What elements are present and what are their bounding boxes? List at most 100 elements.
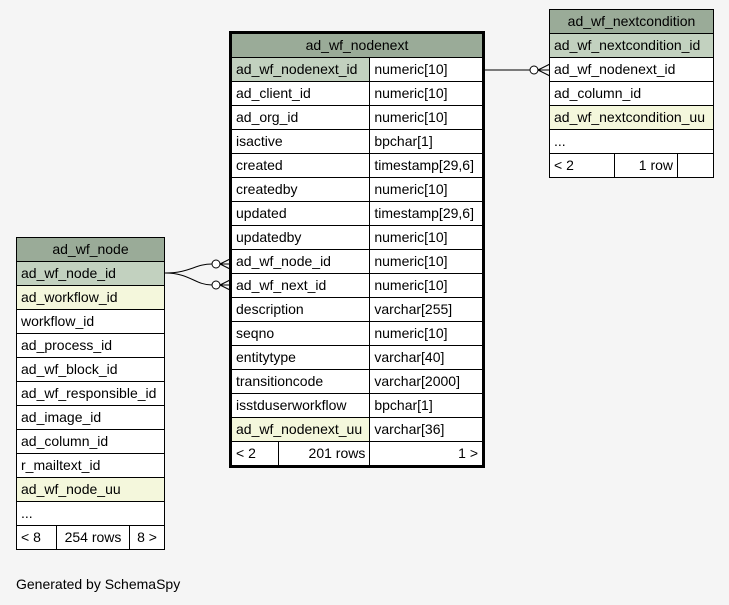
- column-name: isactive: [230, 129, 371, 154]
- table-row[interactable]: ad_process_id: [16, 333, 165, 358]
- table-row[interactable]: ad_wf_node_id: [16, 261, 165, 286]
- column-name: ad_wf_node_id: [230, 249, 371, 274]
- column-type: numeric[10]: [369, 225, 483, 250]
- table-footer: < 2 201 rows 1 >: [231, 441, 483, 466]
- column-name: ad_wf_next_id: [230, 273, 371, 298]
- crowfoot-circle: [211, 259, 221, 269]
- table-row[interactable]: ad_image_id: [16, 405, 165, 430]
- column-name: ad_column_id: [549, 81, 714, 106]
- column-type: numeric[10]: [369, 57, 483, 82]
- generated-by-footer: Generated by SchemaSpy: [16, 576, 181, 592]
- table-row[interactable]: r_mailtext_id: [16, 453, 165, 478]
- column-name: ...: [16, 501, 165, 526]
- crowfoot-fork: [219, 257, 233, 271]
- crowfoot-circle: [529, 65, 539, 75]
- table-row[interactable]: ad_wf_nextcondition_id: [549, 33, 714, 58]
- column-type: numeric[10]: [369, 81, 483, 106]
- column-name: ad_client_id: [230, 81, 371, 106]
- column-name: seqno: [230, 321, 371, 346]
- column-name: ad_image_id: [16, 405, 165, 430]
- column-name: ad_wf_nodenext_uu: [230, 417, 371, 442]
- column-name: isstduserworkflow: [230, 393, 371, 418]
- table-row[interactable]: ad_column_id: [16, 429, 165, 454]
- table-row[interactable]: workflow_id: [16, 309, 165, 334]
- row-count: 254 rows: [56, 525, 130, 550]
- column-type: numeric[10]: [369, 273, 483, 298]
- column-name: ad_wf_nodenext_id: [230, 57, 371, 82]
- column-name: updated: [230, 201, 371, 226]
- row-count: 1 row: [614, 153, 678, 178]
- column-type: varchar[255]: [369, 297, 483, 322]
- child-count[interactable]: 1 >: [369, 441, 483, 466]
- table-title[interactable]: ad_wf_nodenext: [231, 33, 483, 58]
- column-name: r_mailtext_id: [16, 453, 165, 478]
- parent-count[interactable]: < 2: [549, 153, 615, 178]
- column-name: ad_org_id: [230, 105, 371, 130]
- table-row[interactable]: ad_wf_responsible_id: [16, 381, 165, 406]
- column-type: numeric[10]: [369, 249, 483, 274]
- column-name: ad_process_id: [16, 333, 165, 358]
- table-footer: < 8 254 rows 8 >: [16, 525, 165, 550]
- table-row[interactable]: ad_wf_nextcondition_uu: [549, 105, 714, 130]
- table-title[interactable]: ad_wf_node: [16, 237, 165, 262]
- column-type: timestamp[29,6]: [369, 201, 483, 226]
- column-name: ad_wf_nextcondition_id: [549, 33, 714, 58]
- table-row[interactable]: ad_workflow_id: [16, 285, 165, 310]
- relation-node-nodenext-node-id: [164, 263, 213, 274]
- column-type: numeric[10]: [369, 177, 483, 202]
- column-type: numeric[10]: [369, 321, 483, 346]
- column-name: transitioncode: [230, 369, 371, 394]
- column-name: createdby: [230, 177, 371, 202]
- column-name: ad_wf_node_uu: [16, 477, 165, 502]
- table-row[interactable]: ad_wf_node_uu: [16, 477, 165, 502]
- column-type: timestamp[29,6]: [369, 153, 483, 178]
- column-name: ad_wf_node_id: [16, 261, 165, 286]
- column-name: updatedby: [230, 225, 371, 250]
- column-name: entitytype: [230, 345, 371, 370]
- column-name: ad_wf_responsible_id: [16, 381, 165, 406]
- column-type: bpchar[1]: [369, 393, 483, 418]
- column-type: varchar[2000]: [369, 369, 483, 394]
- column-name: ...: [549, 129, 714, 154]
- parent-count[interactable]: < 2: [231, 441, 279, 466]
- crowfoot-fork: [219, 278, 233, 292]
- table-title[interactable]: ad_wf_nextcondition: [549, 9, 714, 34]
- column-name: workflow_id: [16, 309, 165, 334]
- column-type: varchar[36]: [369, 417, 483, 442]
- column-name: ad_workflow_id: [16, 285, 165, 310]
- parent-count[interactable]: < 8: [16, 525, 57, 550]
- table-ad-wf-nextcondition: ad_wf_nextcondition ad_wf_nextcondition_…: [549, 9, 714, 178]
- column-name: ad_column_id: [16, 429, 165, 454]
- column-name: ad_wf_block_id: [16, 357, 165, 382]
- table-row[interactable]: ad_wf_block_id: [16, 357, 165, 382]
- table-row[interactable]: ad_column_id: [549, 81, 714, 106]
- column-type: bpchar[1]: [369, 129, 483, 154]
- table-row[interactable]: ...: [16, 501, 165, 526]
- column-name: ad_wf_nodenext_id: [549, 57, 714, 82]
- column-name: created: [230, 153, 371, 178]
- table-row[interactable]: ad_wf_nodenext_id: [549, 57, 714, 82]
- child-count: [677, 153, 714, 178]
- table-row[interactable]: ...: [549, 129, 714, 154]
- column-type: numeric[10]: [369, 105, 483, 130]
- child-count[interactable]: 8 >: [129, 525, 165, 550]
